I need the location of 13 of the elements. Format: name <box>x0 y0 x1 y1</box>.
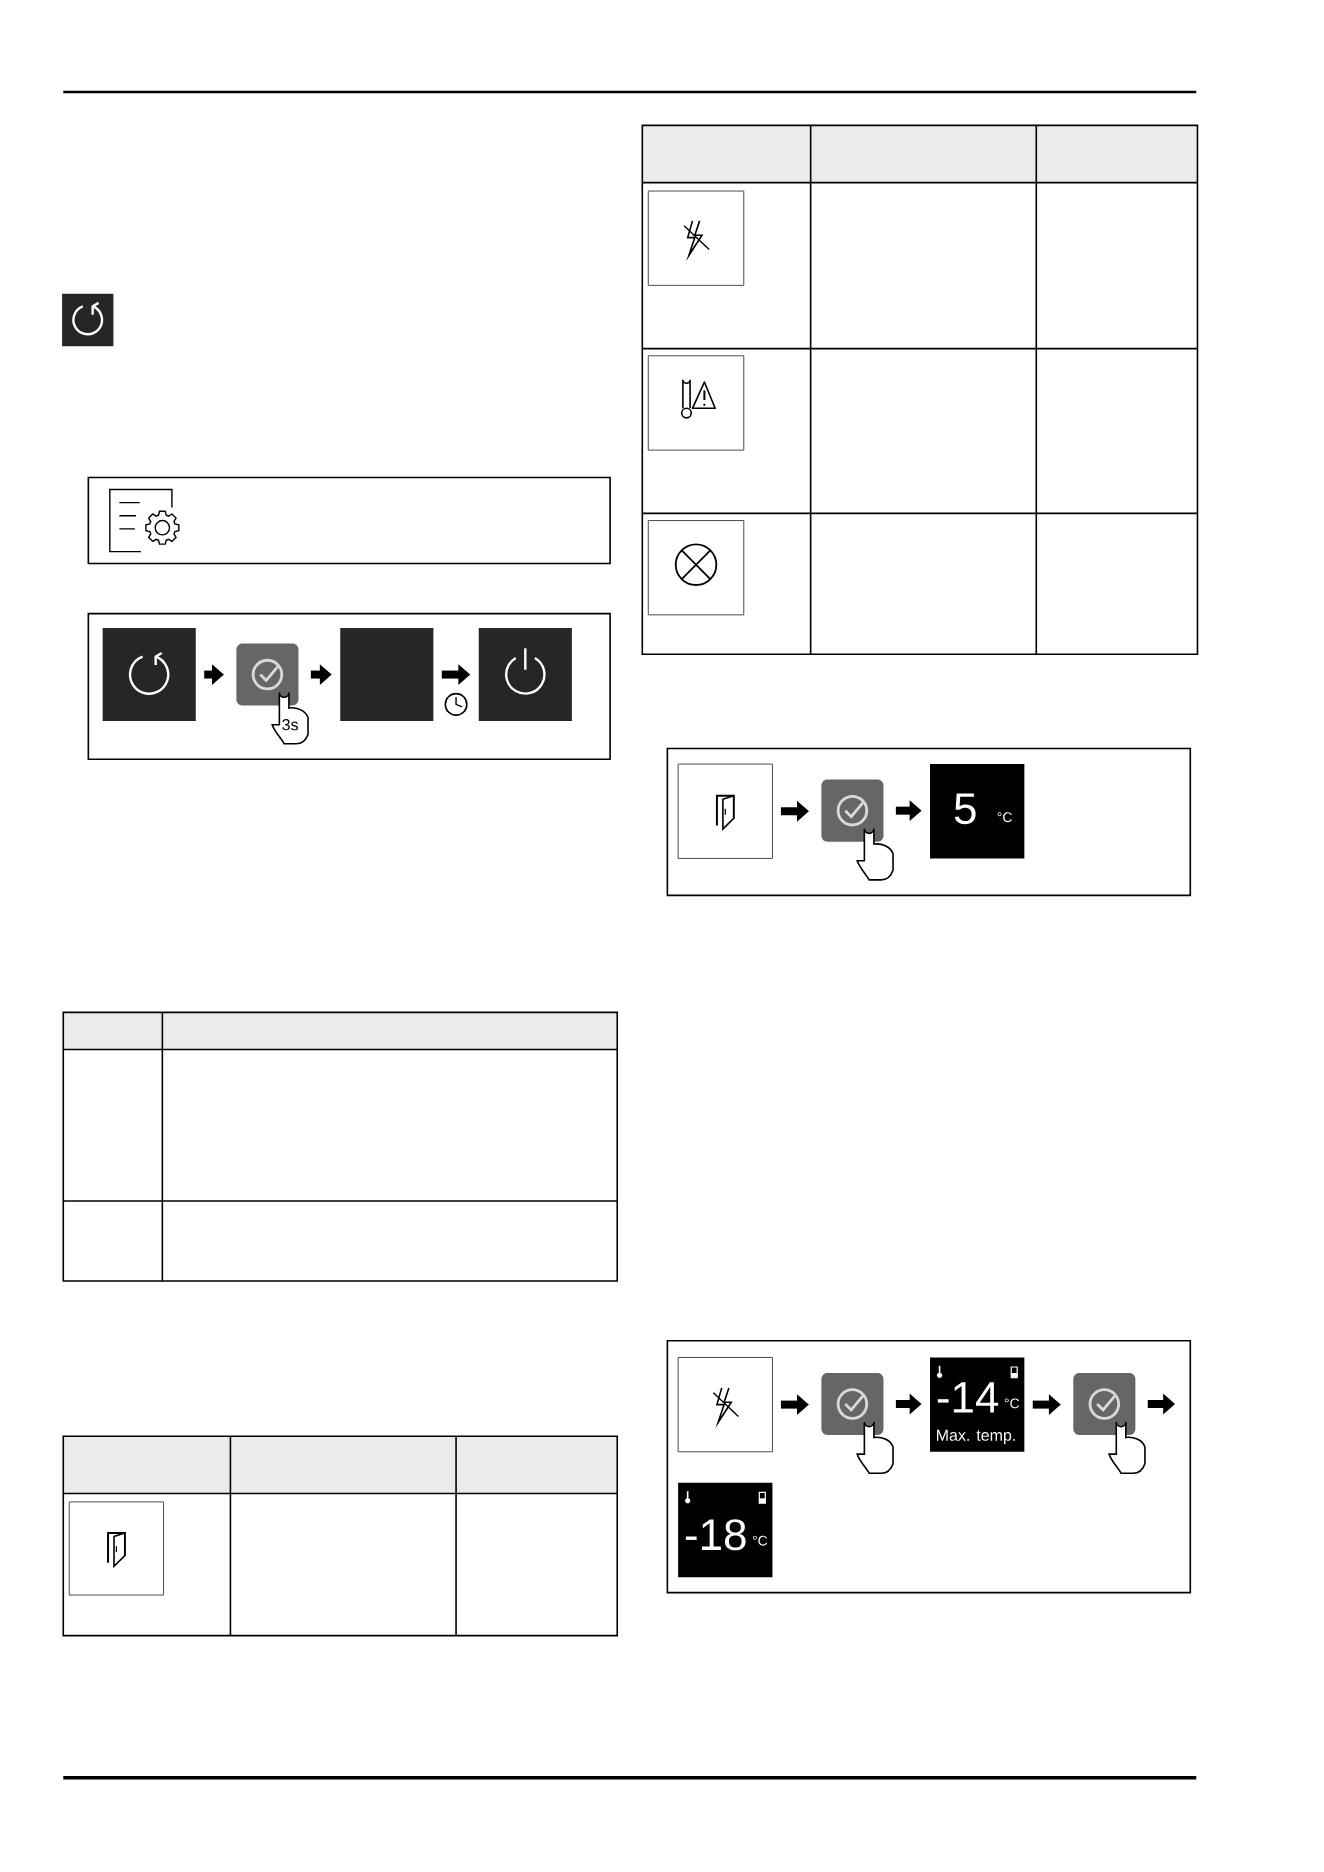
check-button <box>1073 1373 1146 1475</box>
power-button <box>478 628 572 722</box>
node-label: 3s <box>282 719 298 731</box>
temperature-display: -14°C Max. temp. <box>930 1357 1025 1452</box>
check-button: 3s <box>236 643 309 745</box>
display-screen <box>340 628 434 722</box>
check-button <box>821 1373 894 1475</box>
reset-button <box>102 628 196 722</box>
power-failure-icon <box>677 1356 773 1453</box>
temperature-display: 5 °C <box>930 764 1025 859</box>
temperature-display: -18 °C <box>678 1482 773 1578</box>
door-icon <box>677 763 773 859</box>
check-button <box>821 779 894 881</box>
